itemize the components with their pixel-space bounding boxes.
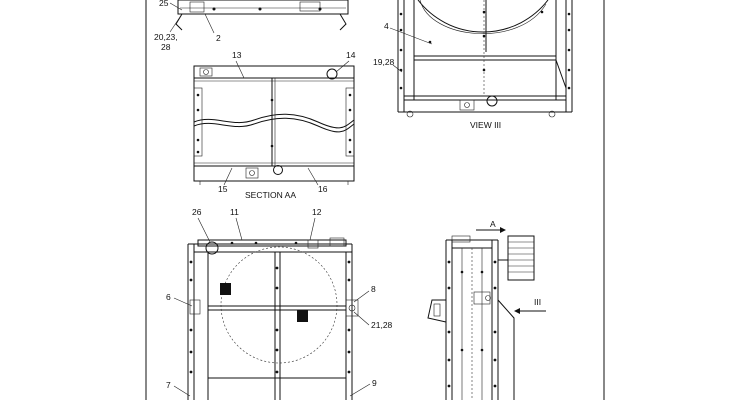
leader-20-23-28	[169, 13, 183, 33]
callout-6: 6	[166, 292, 171, 302]
leader-13	[235, 60, 245, 79]
section-aa-title: SECTION AA	[245, 190, 296, 200]
callout-20-23-28-line1: 20,23,	[154, 32, 178, 42]
view-iii-arrowhead	[514, 308, 520, 314]
callout-16: 16	[318, 184, 328, 194]
callout-12: 12	[312, 207, 322, 217]
leader-4	[389, 27, 433, 45]
callout-2: 2	[216, 33, 221, 43]
top-partial-assembly	[175, 0, 349, 31]
leader-6	[173, 297, 193, 307]
callout-26: 26	[192, 207, 202, 217]
view-iii-drawing	[397, 0, 573, 118]
leader-9	[349, 383, 371, 397]
leader-15	[223, 167, 233, 186]
leader-21-28	[353, 311, 370, 326]
side-view-drawing	[427, 235, 535, 400]
leader-19-28	[392, 64, 403, 73]
leader-11	[235, 217, 243, 241]
leader-26	[197, 217, 211, 243]
callout-25: 25	[159, 0, 169, 8]
leader-7	[173, 385, 191, 397]
leader-12	[309, 217, 316, 241]
callout-19-28: 19,28	[373, 57, 395, 67]
view-iii-title: VIEW III	[470, 120, 501, 130]
callout-4: 4	[384, 21, 389, 31]
leader-16	[307, 167, 319, 186]
leader-8	[353, 290, 370, 303]
section-marker-a: A	[490, 219, 496, 229]
callout-20-23-28-line2: 28	[161, 42, 171, 52]
leader-25	[169, 2, 183, 11]
callout-21-28: 21,28	[371, 320, 393, 330]
callout-8: 8	[371, 284, 376, 294]
callout-9: 9	[372, 378, 377, 388]
leader-2	[204, 13, 215, 34]
section-aa-drawing	[193, 65, 355, 185]
callout-13: 13	[232, 50, 242, 60]
callout-14: 14	[346, 50, 356, 60]
leader-14	[335, 60, 350, 73]
callout-15: 15	[218, 184, 228, 194]
section-a-arrowhead	[500, 227, 506, 233]
front-view-drawing	[187, 237, 359, 400]
callout-7: 7	[166, 380, 171, 390]
callout-11: 11	[230, 207, 239, 217]
view-marker-iii: III	[534, 297, 541, 307]
